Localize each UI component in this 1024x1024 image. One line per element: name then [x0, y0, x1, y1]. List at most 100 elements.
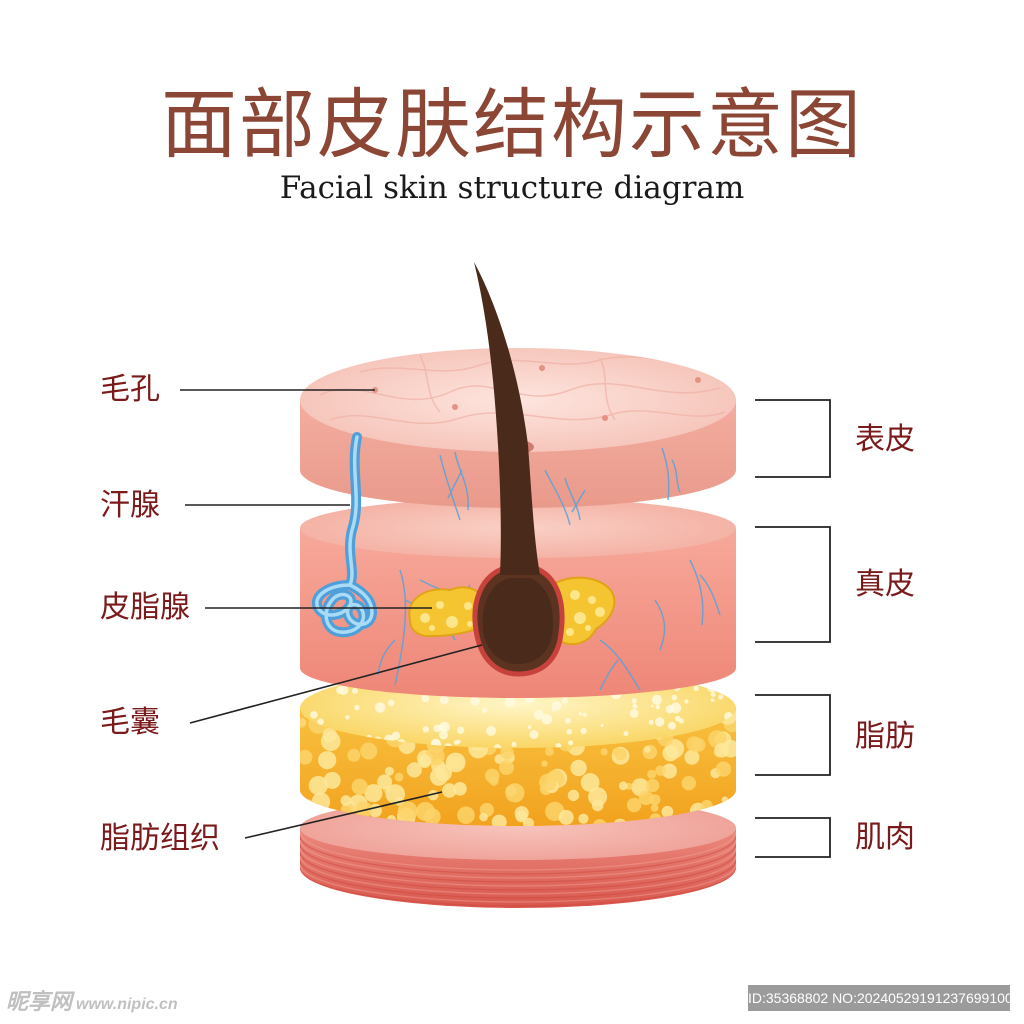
- fat-cell: [629, 709, 639, 718]
- fat-cell: [360, 742, 378, 760]
- pore: [695, 377, 701, 383]
- fat-cell: [394, 772, 404, 782]
- fat-cell: [643, 746, 651, 753]
- label-pores: 毛孔: [100, 372, 160, 407]
- fat-cell: [592, 819, 607, 826]
- fat-cell: [457, 806, 475, 824]
- fat-cell: [310, 711, 318, 719]
- watermark-image-id: ID:35368802 NO:20240529191237699100: [748, 985, 1013, 1011]
- fat-cell: [533, 709, 544, 720]
- watermark-logo-name: 昵享网: [6, 990, 73, 1015]
- fat-cell: [385, 784, 406, 804]
- fat-cell: [578, 711, 583, 716]
- label-dermis: 真皮: [855, 567, 915, 602]
- fat-cell: [558, 809, 574, 825]
- fat-cell: [614, 748, 627, 761]
- fat-cell: [721, 739, 736, 758]
- fat-cell: [340, 795, 352, 806]
- fat-cell: [642, 744, 658, 760]
- fat-cell: [482, 708, 488, 713]
- label-epidermis: 表皮: [855, 422, 915, 457]
- muscle-fiber: [300, 859, 736, 899]
- fat-cell: [486, 725, 497, 736]
- fat-cell: [555, 742, 562, 748]
- fat-cell: [504, 696, 516, 707]
- label-adipose-tissue: 脂肪组织: [100, 821, 220, 856]
- fat-cell: [721, 796, 729, 803]
- fat-cell: [406, 762, 422, 778]
- fat-cell: [415, 802, 435, 821]
- fat-cell: [397, 801, 418, 822]
- fat-cell: [588, 787, 608, 807]
- fat-cell: [388, 699, 395, 707]
- fat-cell: [618, 781, 628, 791]
- fat-cell: [710, 698, 715, 702]
- fat-cell: [650, 704, 654, 708]
- watermark-logo-url: www.nipic.cn: [76, 996, 178, 1013]
- label-sebaceous-gland: 皮脂腺: [100, 590, 190, 625]
- fat-cell: [655, 765, 666, 776]
- fat-cell: [691, 738, 706, 752]
- leader-line-adipose-tissue: [244, 791, 443, 839]
- fat-cell: [718, 694, 724, 700]
- fat-cell: [527, 725, 532, 730]
- fat-cell: [707, 681, 718, 693]
- fat-cell: [318, 751, 337, 770]
- fat-cell: [323, 771, 341, 789]
- fat-cell: [338, 684, 349, 696]
- fat-cell: [375, 702, 386, 713]
- fat-cell: [505, 783, 525, 803]
- leader-line-hair-follicle: [189, 644, 483, 724]
- fat-cell: [345, 715, 350, 720]
- hair-shaft: [474, 262, 540, 575]
- label-fat: 脂肪: [855, 719, 915, 754]
- muscle-fiber: [300, 843, 736, 883]
- fat-cell: [417, 754, 432, 768]
- leader-lines: [180, 389, 483, 839]
- fat-cell: [567, 789, 580, 802]
- fat-cell: [317, 718, 324, 725]
- fat-cell: [661, 763, 677, 779]
- fat-cell: [352, 688, 358, 694]
- fat-cell: [541, 714, 553, 725]
- fat-cell: [479, 812, 488, 822]
- fat-cell: [561, 697, 568, 704]
- fat-cell: [384, 766, 394, 776]
- bracket-muscle: [755, 817, 831, 858]
- fat-cell: [632, 703, 638, 709]
- bracket-dermis: [755, 526, 831, 643]
- fat-cell: [693, 685, 699, 692]
- label-muscle: 肌肉: [855, 820, 915, 855]
- fat-cell: [364, 784, 383, 803]
- fat-cell: [439, 695, 449, 705]
- fat-cell: [565, 717, 571, 724]
- fat-cell: [514, 806, 529, 821]
- fat-cell: [470, 696, 480, 706]
- fat-cell: [442, 783, 457, 798]
- fat-cell: [568, 740, 574, 746]
- fat-cell: [347, 748, 361, 762]
- fat-cell: [722, 685, 732, 695]
- fat-cell: [626, 797, 642, 813]
- fat-cell: [391, 731, 401, 740]
- fat-cell: [445, 752, 466, 773]
- fat-cell: [684, 699, 689, 704]
- fat-cell: [700, 799, 713, 812]
- fat-cell: [485, 768, 500, 783]
- fat-cell: [650, 804, 659, 812]
- muscle-fiber: [300, 855, 736, 895]
- muscle-fiber: [300, 839, 736, 879]
- fat-cell: [716, 679, 728, 691]
- fat-cell: [631, 698, 637, 704]
- fat-cell: [646, 778, 660, 793]
- fat-cell: [684, 749, 700, 765]
- fat-cell: [311, 792, 331, 812]
- label-hair-follicle: 毛囊: [100, 705, 160, 740]
- fat-cell: [300, 799, 316, 816]
- fat-cell: [551, 700, 562, 711]
- muscle-fiber: [300, 851, 736, 891]
- fat-cell: [661, 805, 674, 818]
- fat-cell: [580, 727, 587, 735]
